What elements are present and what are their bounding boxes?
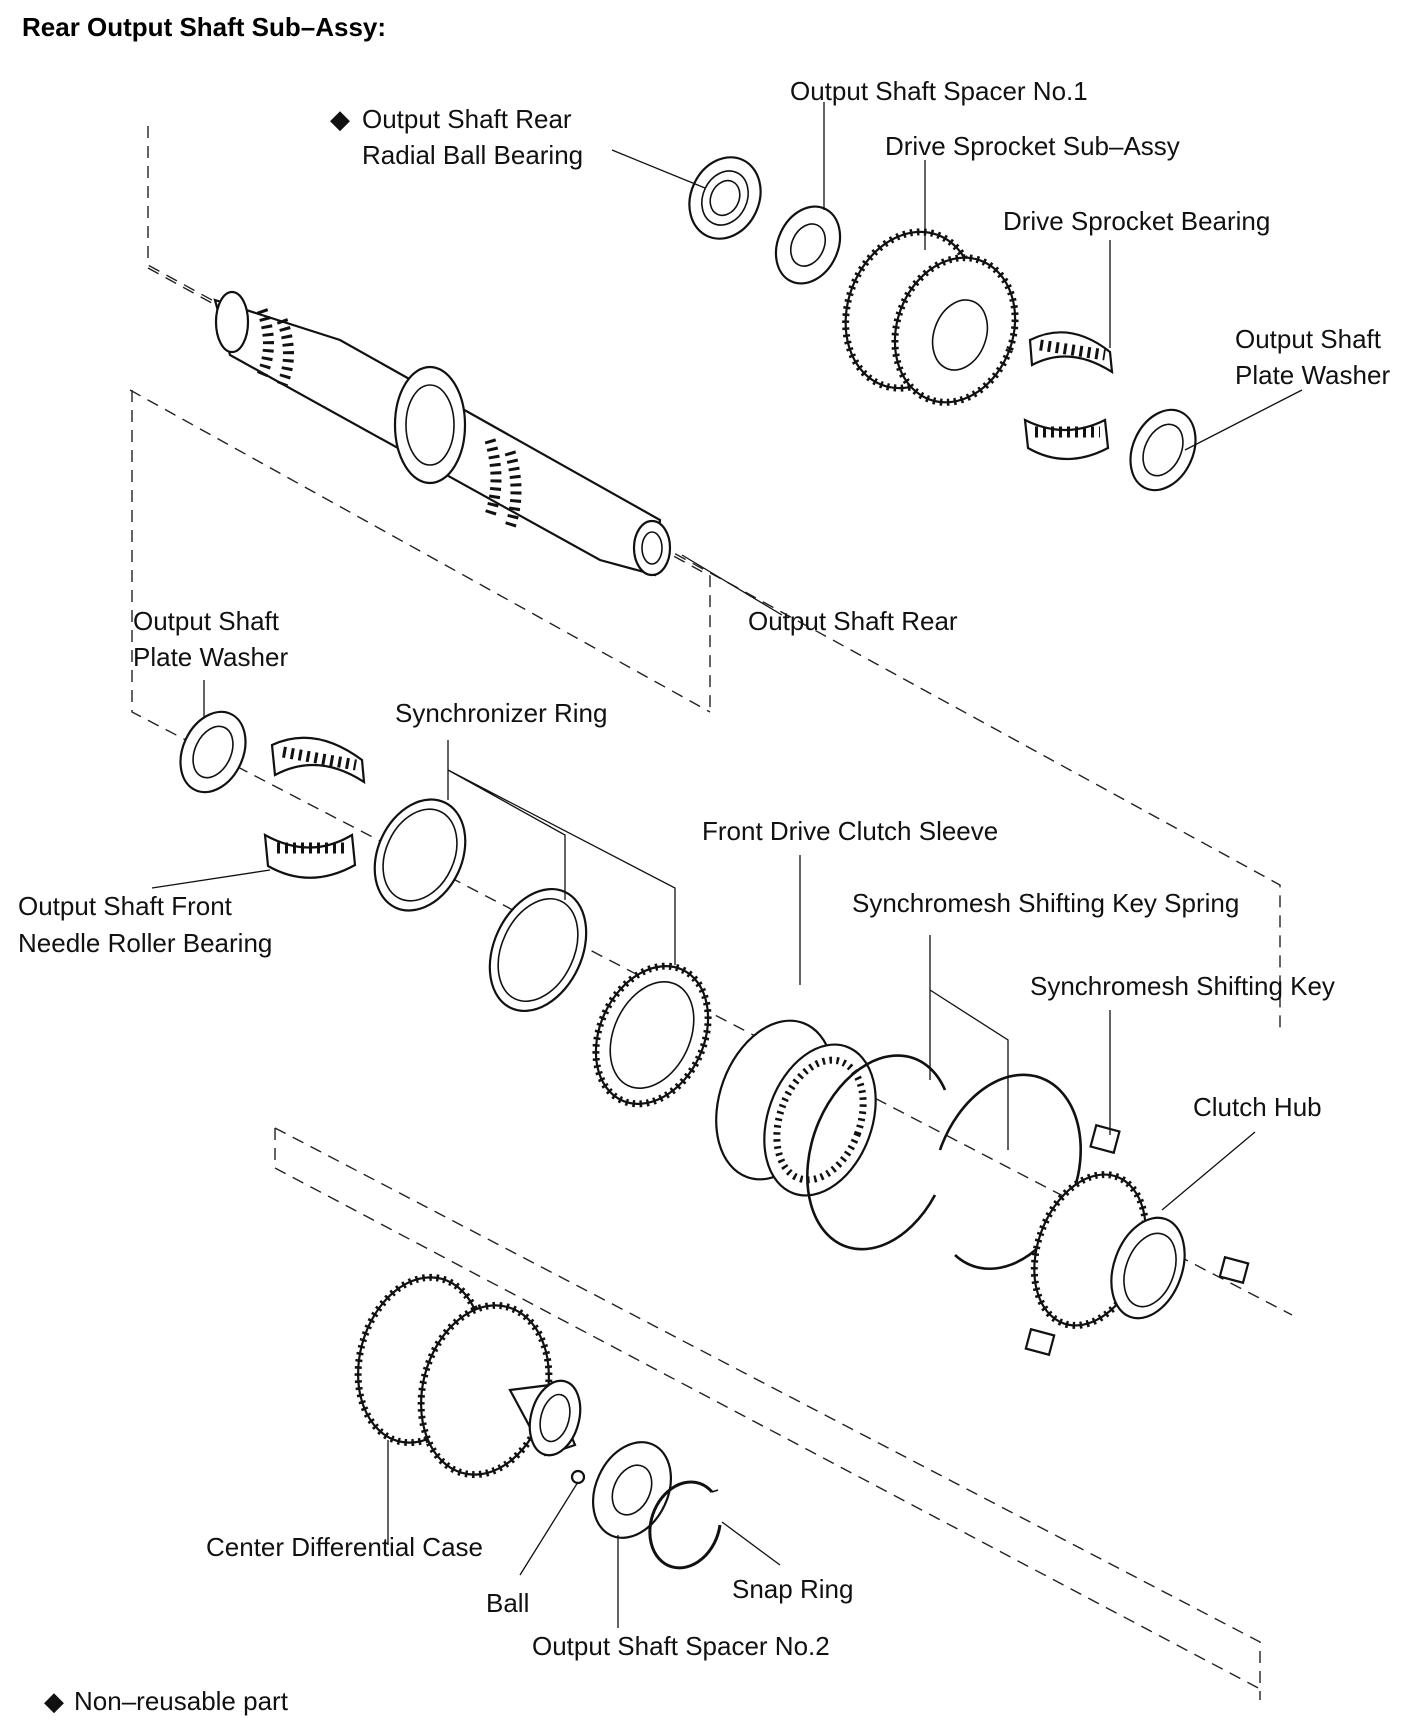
label-plate-washer-left-2: Plate Washer bbox=[133, 642, 288, 672]
drive-sprocket-bearing-part bbox=[1023, 331, 1114, 461]
drive-sprocket-sub-assy-part bbox=[842, 228, 1019, 406]
output-shaft-spacer-no1-part bbox=[774, 205, 842, 285]
center-differential-case-part bbox=[354, 1273, 582, 1479]
synchronizer-ring-parts bbox=[373, 798, 712, 1108]
label-output-shaft-rear: Output Shaft Rear bbox=[748, 606, 958, 636]
part-labels: ◆ Output Shaft Rear Radial Ball Bearing … bbox=[18, 76, 1390, 1661]
label-drive-sprocket-bearing: Drive Sprocket Bearing bbox=[1003, 206, 1270, 236]
output-shaft-plate-washer-left-part bbox=[179, 710, 247, 794]
output-shaft-rear-part bbox=[213, 290, 672, 577]
label-clutch-hub: Clutch Hub bbox=[1193, 1092, 1322, 1122]
synchromesh-shifting-key-parts bbox=[1024, 1123, 1250, 1357]
label-snap-ring: Snap Ring bbox=[732, 1574, 853, 1604]
rear-radial-bearing-marker: ◆ bbox=[330, 104, 350, 134]
label-plate-washer-right-1: Output Shaft bbox=[1235, 324, 1382, 354]
label-synchromesh-shifting-key-spring: Synchromesh Shifting Key Spring bbox=[852, 888, 1239, 918]
assembly-center-lines bbox=[129, 126, 1293, 1700]
label-synchronizer-ring: Synchronizer Ring bbox=[395, 698, 607, 728]
front-drive-clutch-sleeve-part bbox=[715, 1019, 877, 1197]
label-plate-washer-left-1: Output Shaft bbox=[133, 606, 280, 636]
label-center-differential-case: Center Differential Case bbox=[206, 1532, 483, 1562]
clutch-hub-part bbox=[1030, 1171, 1186, 1329]
label-plate-washer-right-2: Plate Washer bbox=[1235, 360, 1390, 390]
label-output-shaft-spacer-no1: Output Shaft Spacer No.1 bbox=[790, 76, 1088, 106]
label-drive-sprocket-sub-assy: Drive Sprocket Sub–Assy bbox=[885, 131, 1180, 161]
label-front-needle-roller-bearing-1: Output Shaft Front bbox=[18, 891, 233, 921]
synchromesh-shifting-key-spring-parts bbox=[806, 1054, 1082, 1270]
label-rear-radial-ball-bearing-1: Output Shaft Rear bbox=[362, 104, 572, 134]
label-front-drive-clutch-sleeve: Front Drive Clutch Sleeve bbox=[702, 816, 998, 846]
label-output-shaft-spacer-no2: Output Shaft Spacer No.2 bbox=[532, 1631, 830, 1661]
legend: ◆ Non–reusable part bbox=[44, 1686, 289, 1716]
front-needle-roller-bearing-part bbox=[263, 736, 366, 879]
leader-lines bbox=[151, 102, 1303, 1628]
legend-text: Non–reusable part bbox=[74, 1686, 289, 1716]
label-rear-radial-ball-bearing-2: Radial Ball Bearing bbox=[362, 140, 583, 170]
snap-ring-part bbox=[648, 1480, 722, 1570]
legend-symbol: ◆ bbox=[44, 1686, 64, 1716]
diagram-title: Rear Output Shaft Sub–Assy: bbox=[22, 12, 386, 42]
label-front-needle-roller-bearing-2: Needle Roller Bearing bbox=[18, 928, 272, 958]
rear-radial-ball-bearing-part bbox=[688, 156, 762, 240]
label-ball: Ball bbox=[486, 1588, 529, 1618]
ball-part bbox=[570, 1469, 586, 1485]
label-synchromesh-shifting-key: Synchromesh Shifting Key bbox=[1030, 971, 1335, 1001]
output-shaft-plate-washer-right-part bbox=[1129, 408, 1197, 492]
